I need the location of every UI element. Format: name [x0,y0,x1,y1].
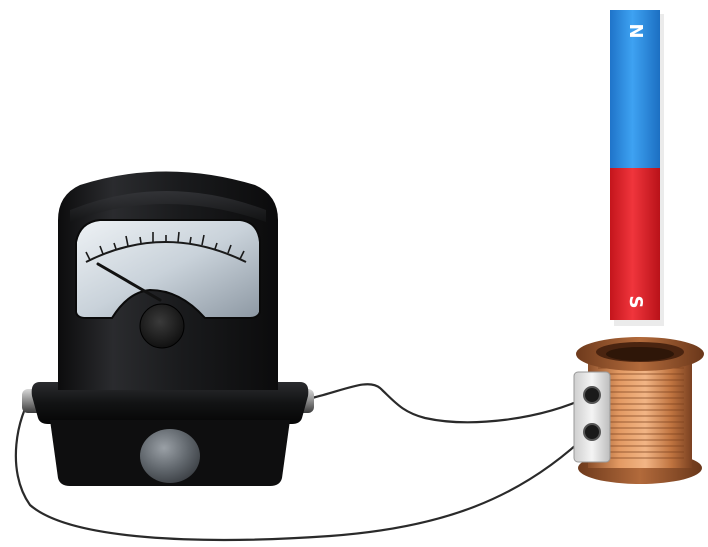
wire-right-terminal-to-coil-top [312,384,590,422]
coil-solenoid [574,337,704,484]
galvanometer [22,172,314,487]
magnet-south-label: S [625,296,646,309]
magnet-north-label: N [625,23,646,38]
zero-adjust-knob [140,429,200,483]
coil-core-inner [606,347,674,361]
coil-terminal-plate [574,372,610,462]
meter-needle-hub [140,304,184,348]
bar-magnet: N S [610,10,664,326]
coil-terminal-top [584,387,600,403]
coil-terminal-bottom [584,424,600,440]
